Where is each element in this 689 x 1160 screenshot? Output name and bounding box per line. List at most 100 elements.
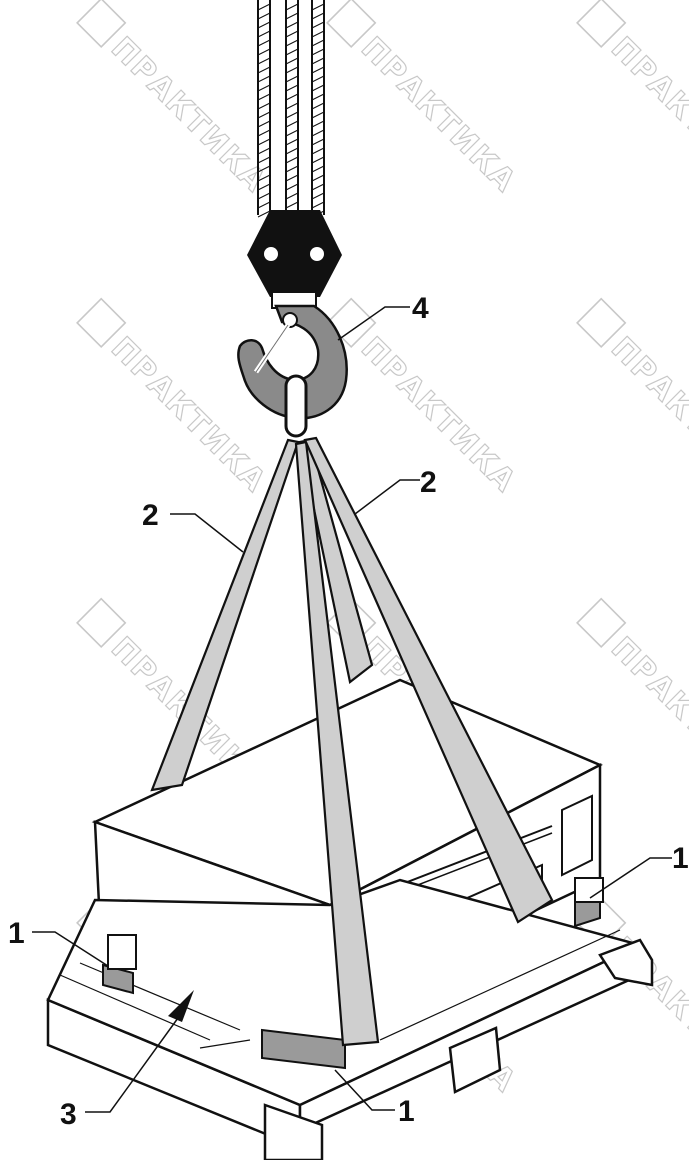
- watermark-logo: [576, 0, 627, 49]
- rope-hatch-line: [311, 48, 325, 56]
- rope-hatch-line: [311, 192, 325, 200]
- rope-hatch-line: [257, 48, 271, 56]
- rope-hatch-line: [311, 147, 325, 155]
- rope-hatch-line: [311, 102, 325, 110]
- pallet-block-middle: [448, 1026, 502, 1094]
- watermark-text: ПРАКТИКА: [604, 631, 689, 800]
- rope-hatch-line: [311, 12, 325, 20]
- block-pin-left: [264, 247, 278, 261]
- pad-front: [261, 1028, 346, 1070]
- watermark-tile: ПРАКТИКА: [576, 0, 689, 200]
- oven-control-panel: [561, 794, 593, 877]
- rope-hatch-line: [257, 156, 271, 164]
- watermark-text: ПРАКТИКА: [604, 31, 689, 200]
- callout-1-pad-front: 1: [398, 1095, 415, 1128]
- oven-foot-left: [107, 934, 137, 970]
- rope-hatch-line: [311, 84, 325, 92]
- rope-hatch-line: [285, 156, 299, 164]
- watermark-logo: [76, 0, 127, 49]
- rope-hatch-line: [285, 93, 299, 101]
- rope-hatch-line: [285, 30, 299, 38]
- rope-hatch-line: [311, 174, 325, 182]
- rope-hatch-line: [257, 39, 271, 47]
- rope-hatch-line: [311, 156, 325, 164]
- rope-hatch-line: [257, 129, 271, 137]
- watermark-tile: ПРАКТИКА: [326, 0, 524, 200]
- rope-hatch-line: [257, 165, 271, 173]
- watermark-logo: [76, 297, 127, 349]
- crane-ropes: [257, 0, 325, 215]
- rope-hatch-line: [257, 183, 271, 191]
- rope-hatch-line: [311, 66, 325, 74]
- pallet-block-left: [263, 1103, 324, 1160]
- rope-hatch-line: [257, 111, 271, 119]
- pallet-arrow-head: [168, 990, 194, 1022]
- block-pin-right: [310, 247, 324, 261]
- callout-4-hook: 4: [412, 292, 429, 325]
- sling-master-link: [284, 374, 308, 438]
- rope-hatch-line: [285, 174, 299, 182]
- rope-hatch-line: [311, 57, 325, 65]
- rope-hatch-line: [257, 93, 271, 101]
- rope-hatch-line: [285, 75, 299, 83]
- rope-hatch-line: [311, 120, 325, 128]
- pallet-block-right: [598, 938, 654, 987]
- watermark-logo: [576, 297, 627, 349]
- callout-1-pad-left: 1: [8, 917, 25, 950]
- hook-body: [237, 304, 348, 420]
- rope-hatch-line: [257, 138, 271, 146]
- rope-hatch-line: [311, 39, 325, 47]
- watermark-logo: [76, 597, 127, 649]
- watermark-logo: [326, 0, 377, 49]
- rope-hatch-line: [257, 210, 271, 218]
- rope-hatch-line: [285, 21, 299, 29]
- rope-hatch-line: [311, 183, 325, 191]
- rope-hatch-line: [285, 165, 299, 173]
- rope-hatch-line: [257, 174, 271, 182]
- watermark-tile: ПРАКТИКА: [576, 897, 689, 1100]
- rope-hatch-line: [311, 201, 325, 209]
- rope-hatch-line: [311, 75, 325, 83]
- rope-hatch-line: [257, 66, 271, 74]
- watermark-tile: ПРАКТИКА: [76, 0, 274, 200]
- rope-hatch-line: [285, 183, 299, 191]
- rope-hatch-line: [257, 147, 271, 155]
- watermark-tile: ПРАКТИКА: [576, 297, 689, 500]
- rope-hatch-line: [285, 138, 299, 146]
- rope-hatch-line: [285, 120, 299, 128]
- rope-hatch-line: [285, 84, 299, 92]
- rope-hatch-line: [257, 21, 271, 29]
- hook-block: [247, 210, 342, 297]
- rope-hatch-line: [257, 75, 271, 83]
- watermark-text: ПРАКТИКА: [104, 31, 273, 200]
- rope-hatch-line: [311, 93, 325, 101]
- hook-latch-outline: [255, 324, 289, 373]
- leader-lines: [32, 306, 672, 1113]
- rope-hatch-line: [257, 30, 271, 38]
- slings: [150, 436, 554, 1047]
- rope-hatch-line: [257, 12, 271, 20]
- rope-hatch-line: [285, 201, 299, 209]
- rope-hatch-line: [257, 120, 271, 128]
- hook-eye: [282, 312, 298, 328]
- watermark-logo: [576, 597, 627, 649]
- pad-left: [102, 963, 134, 995]
- rope-hatch-line: [285, 57, 299, 65]
- oven-foot-right: [574, 877, 604, 903]
- rope-hatch-line: [311, 165, 325, 173]
- rope-hatch-line: [257, 201, 271, 209]
- rope-hatch-line: [257, 3, 271, 11]
- callout-2-left: 2: [142, 499, 159, 532]
- callout-1-pad-right: 1: [672, 842, 689, 875]
- rope-hatch-line: [285, 12, 299, 20]
- watermark-text: ПРАКТИКА: [354, 31, 523, 200]
- rope-strand-hatching: [257, 3, 325, 218]
- rope-hatch-line: [285, 147, 299, 155]
- watermark-tile: ПРАКТИКА: [76, 297, 274, 500]
- rope-hatch-line: [311, 129, 325, 137]
- rope-hatch-line: [311, 111, 325, 119]
- rope-hatch-line: [257, 57, 271, 65]
- watermark-text: ПРАКТИКА: [354, 331, 523, 500]
- rope-hatch-line: [285, 39, 299, 47]
